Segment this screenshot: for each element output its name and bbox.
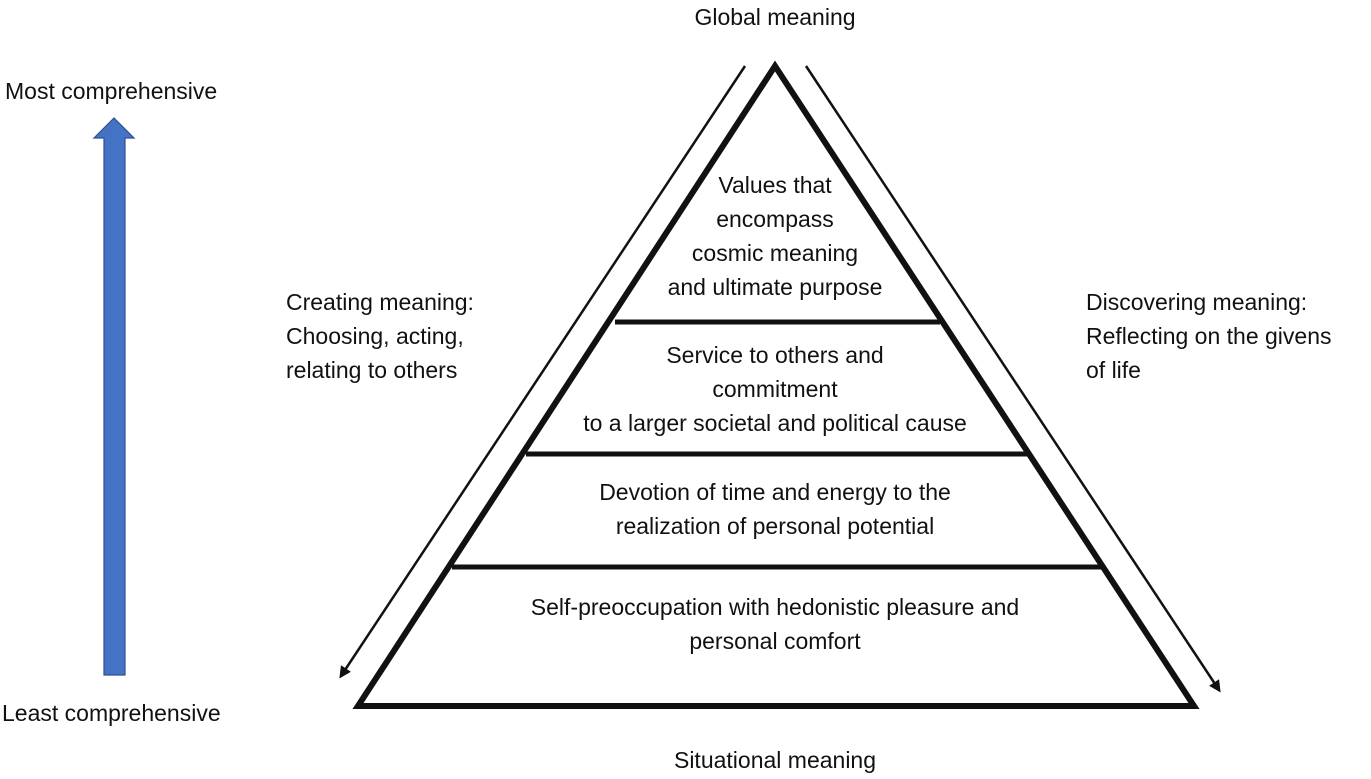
tier-cosmic-meaning: Values that encompass cosmic meaning and…: [600, 168, 950, 304]
tier-text-line: Service to others and: [666, 342, 884, 368]
tier-text-line: realization of personal potential: [615, 513, 935, 539]
creating-meaning-label: Creating meaning: Choosing, acting, rela…: [286, 285, 474, 387]
tier-text-line: and ultimate purpose: [667, 274, 883, 300]
discovering-meaning-arrow: [804, 65, 1221, 693]
creating-meaning-line: Creating meaning:: [286, 289, 474, 315]
tier-text-line: Devotion of time and energy to the: [599, 479, 951, 505]
creating-meaning-arrow: [339, 65, 747, 679]
pyramid-outline: [352, 60, 1200, 709]
global-meaning-label: Global meaning: [694, 4, 856, 30]
creating-meaning-line: Choosing, acting,: [286, 323, 464, 349]
tier-service-to-others: Service to others and commitment to a la…: [520, 338, 1030, 440]
situational-meaning-label: Situational meaning: [673, 747, 877, 773]
discovering-meaning-label: Discovering meaning: Reflecting on the g…: [1086, 285, 1332, 387]
tier-text-line: cosmic meaning: [691, 240, 859, 266]
tier-text-line: to a larger societal and political cause: [583, 410, 967, 436]
tier-text-line: personal comfort: [689, 628, 861, 654]
least-comprehensive-label: Least comprehensive: [2, 700, 221, 726]
tier-text-line: Values that: [718, 172, 832, 198]
tier-hedonistic-pleasure: Self-preoccupation with hedonistic pleas…: [440, 590, 1110, 658]
discovering-meaning-line: Reflecting on the givens: [1086, 323, 1332, 349]
most-comprehensive-label: Most comprehensive: [5, 78, 218, 104]
creating-meaning-line: relating to others: [286, 357, 458, 383]
tier-text-line: commitment: [712, 376, 838, 402]
discovering-meaning-line: of life: [1086, 357, 1141, 383]
tier-personal-potential: Devotion of time and energy to the reali…: [490, 475, 1060, 543]
comprehensiveness-arrow: [92, 117, 136, 676]
tier-text-line: encompass: [716, 206, 834, 232]
discovering-meaning-line: Discovering meaning:: [1086, 289, 1308, 315]
tier-text-line: Self-preoccupation with hedonistic pleas…: [530, 594, 1020, 620]
